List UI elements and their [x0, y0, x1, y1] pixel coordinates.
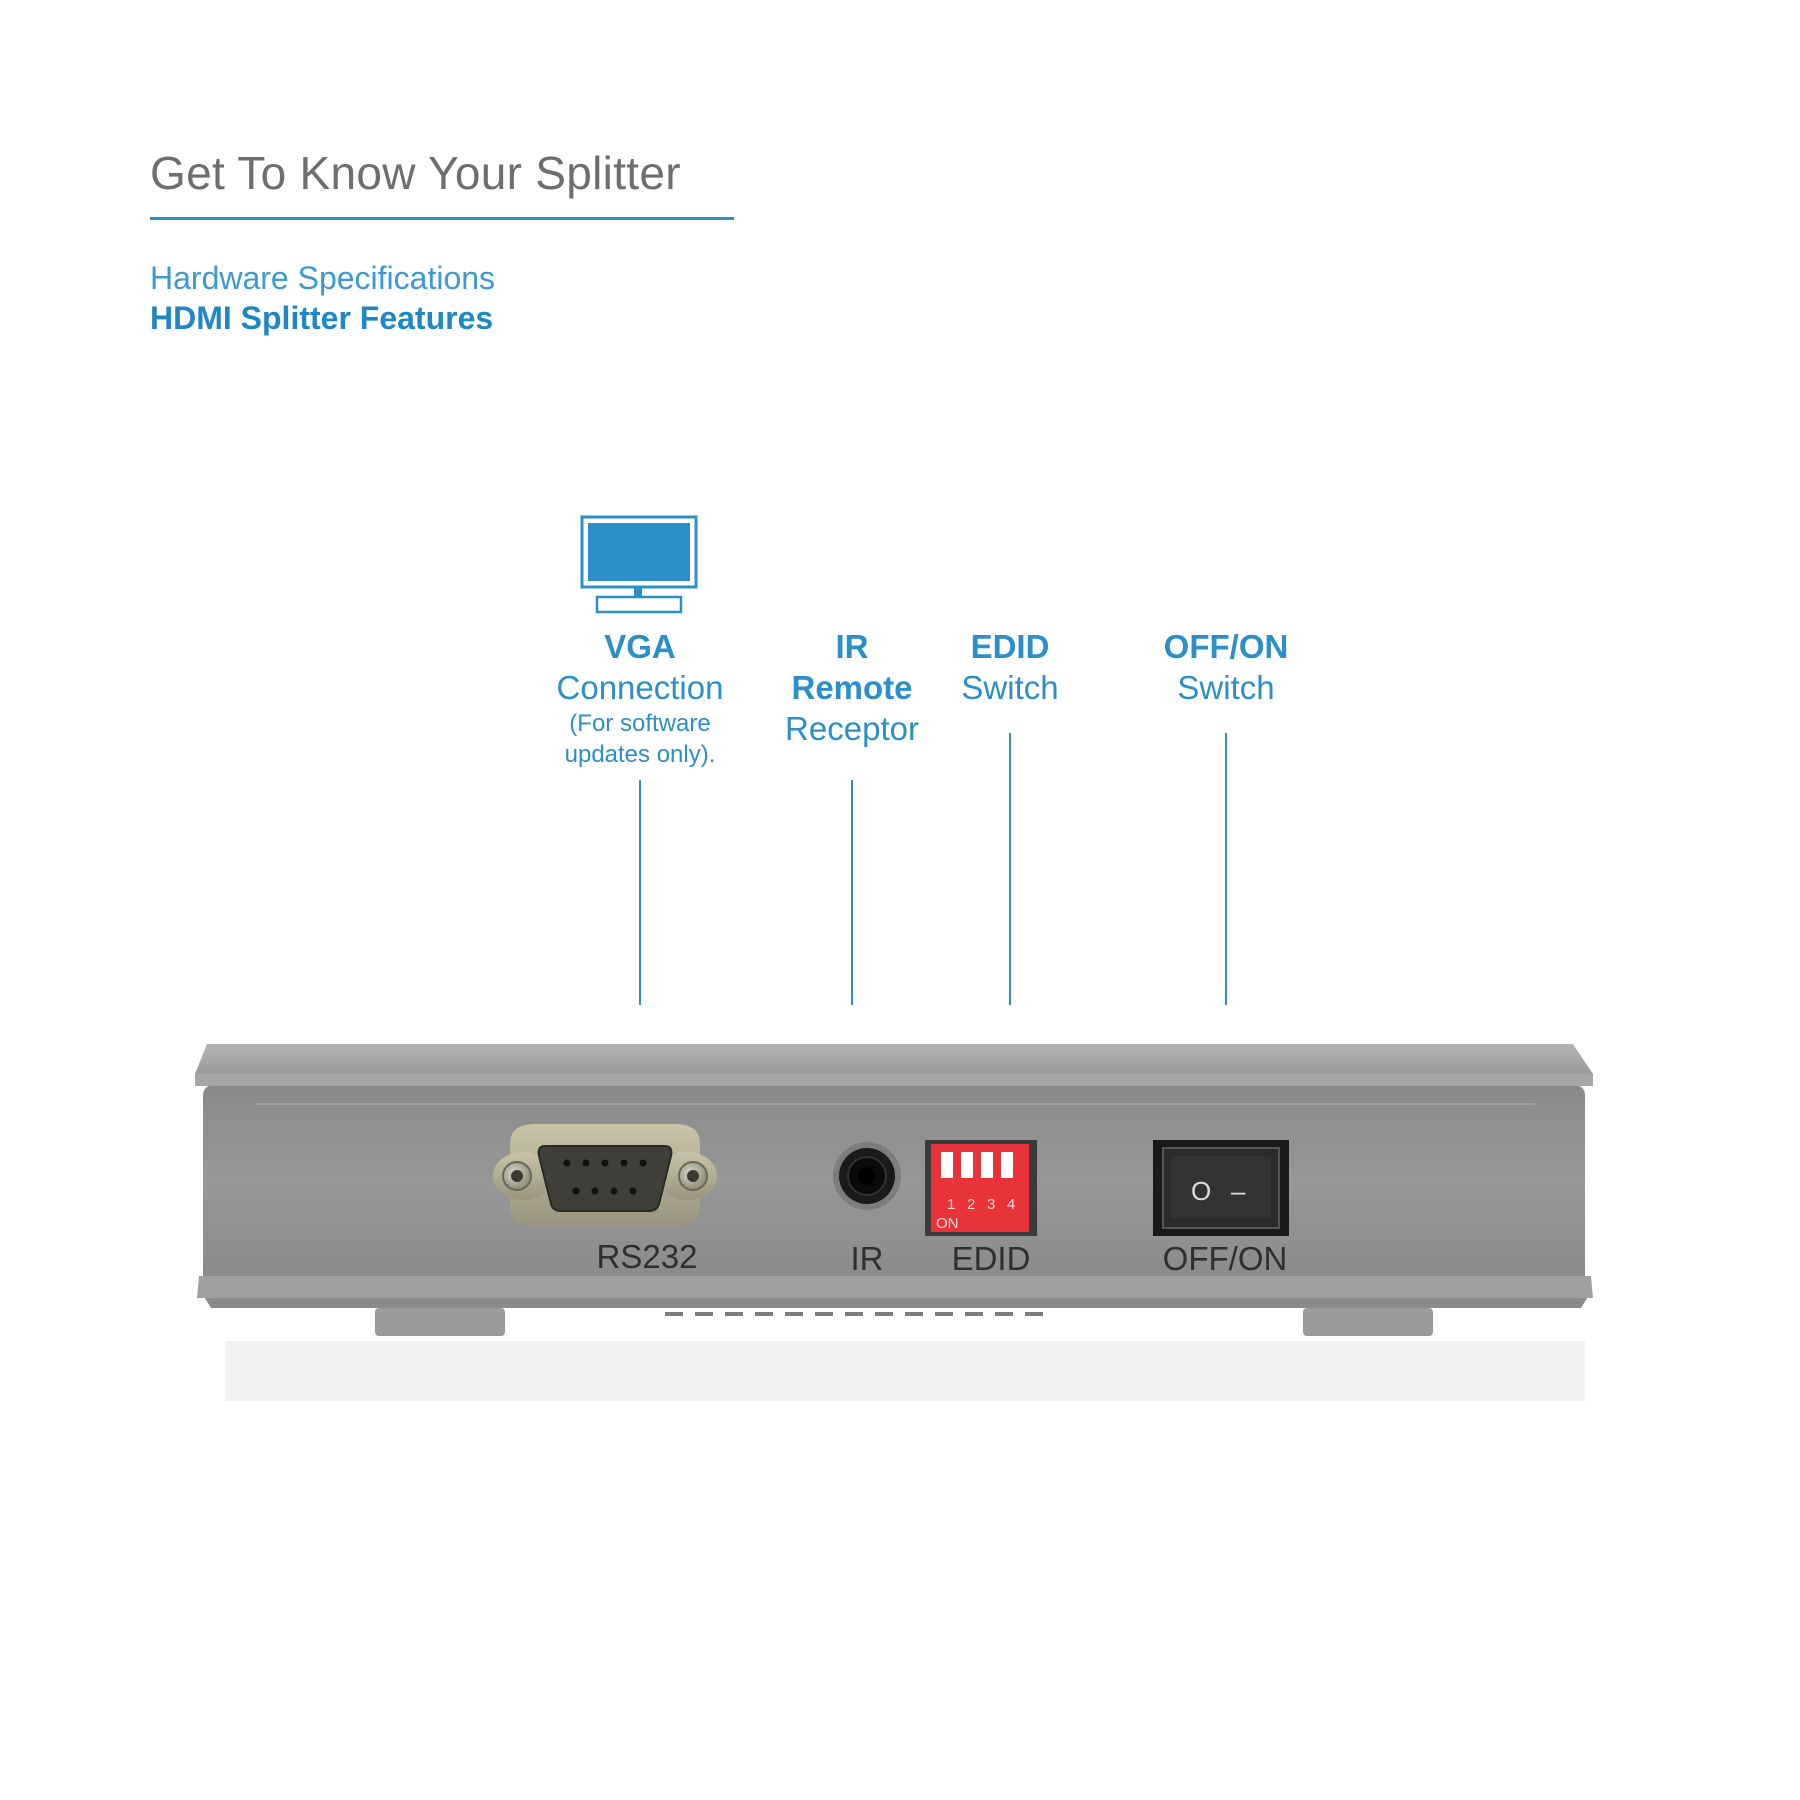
callout-vga-title: VGA	[604, 628, 676, 665]
callout-ir-subtitle: Receptor	[785, 710, 919, 747]
hdmi-splitter-device: 1 2 3 4 ON O – RS232 IR EDID OFF/ON	[195, 1036, 1615, 1441]
dip-number-3: 3	[987, 1196, 995, 1213]
ir-jack	[833, 1142, 901, 1210]
callout-vga-subtitle: Connection	[556, 669, 724, 706]
rs232-port	[493, 1124, 717, 1226]
leader-line-vga	[639, 780, 641, 1005]
page-title: Get To Know Your Splitter	[150, 147, 681, 199]
callout-power-title: OFF/ON	[1163, 628, 1289, 665]
leader-line-ir	[851, 780, 853, 1005]
callout-ir: IR Remote Receptor	[785, 626, 919, 749]
callout-power-subtitle: Switch	[1177, 669, 1275, 706]
section-title: HDMI Splitter Features	[150, 300, 494, 336]
dip-number-4: 4	[1007, 1196, 1015, 1213]
title-underline	[150, 217, 734, 220]
monitor-icon	[580, 515, 700, 620]
callout-ir-title-2: Remote	[791, 669, 913, 706]
edid-dip-switch: 1 2 3 4 ON	[925, 1140, 1037, 1236]
callout-power: OFF/ON Switch	[1164, 626, 1289, 708]
callout-edid-title: EDID	[970, 628, 1050, 665]
port-label-rs232: RS232	[597, 1238, 698, 1275]
callout-edid: EDID Switch	[961, 626, 1058, 708]
callout-vga: VGA Connection (For software updates onl…	[557, 626, 724, 770]
port-label-power: OFF/ON	[1163, 1240, 1288, 1277]
dip-number-2: 2	[967, 1196, 975, 1213]
leader-line-edid	[1009, 733, 1011, 1005]
dip-number-1: 1	[947, 1196, 955, 1213]
callout-ir-title-1: IR	[835, 628, 869, 665]
callout-vga-note-2: updates only).	[564, 741, 716, 768]
port-label-ir: IR	[851, 1240, 884, 1277]
callout-vga-note-1: (For software	[569, 710, 711, 737]
leader-line-power	[1225, 733, 1227, 1005]
subtitle: Hardware Specifications	[150, 260, 496, 296]
rocker-on-mark: –	[1231, 1176, 1246, 1206]
port-label-edid: EDID	[952, 1240, 1031, 1277]
dip-on-label: ON	[936, 1215, 959, 1232]
callout-edid-subtitle: Switch	[961, 669, 1059, 706]
rocker-off-mark: O	[1191, 1176, 1211, 1206]
power-rocker-switch: O –	[1153, 1140, 1289, 1236]
